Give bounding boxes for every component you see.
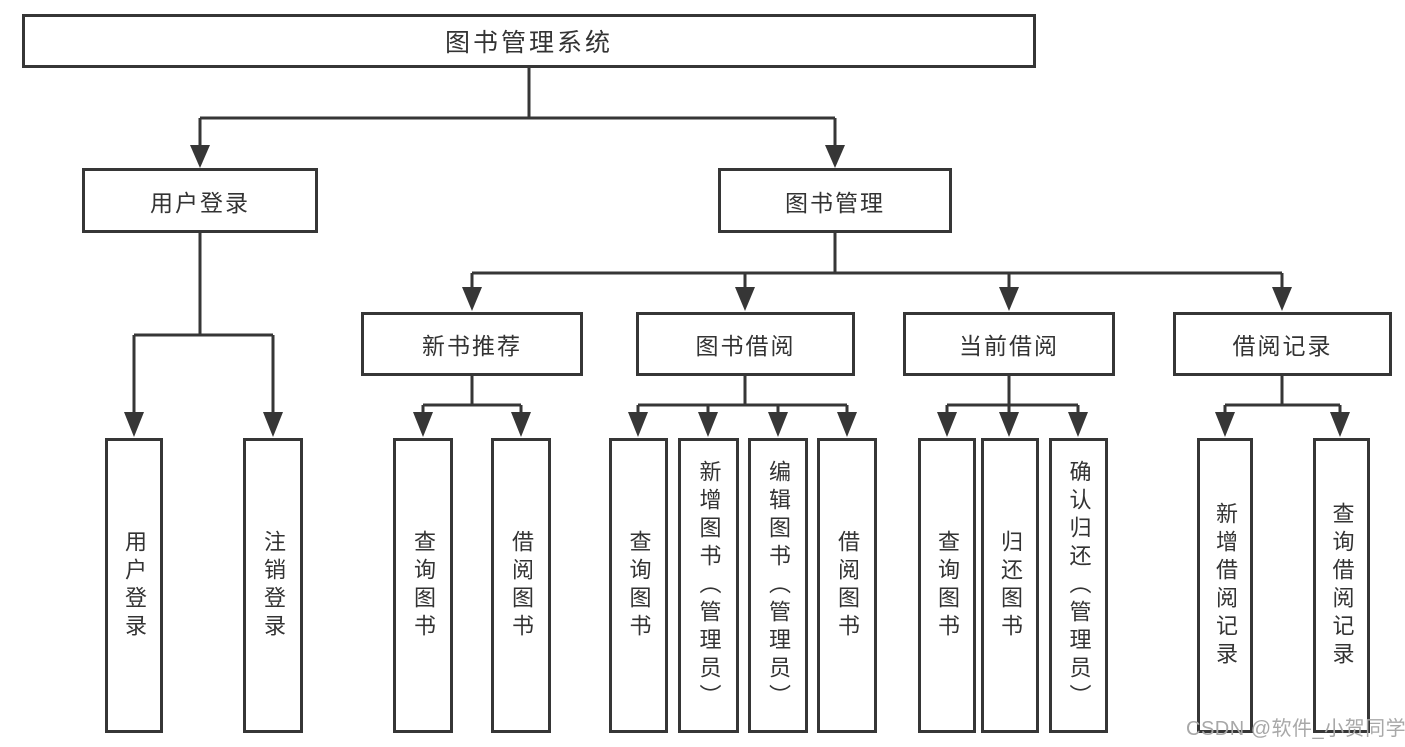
- node-borrow-records: 借阅记录: [1173, 312, 1392, 376]
- leaf-add-book-admin: 新增图书（管理员）: [678, 438, 739, 733]
- node-system-root: 图书管理系统: [22, 14, 1036, 68]
- leaf-user-login: 用户登录: [105, 438, 163, 733]
- node-book-management: 图书管理: [718, 168, 952, 233]
- node-book-borrow: 图书借阅: [636, 312, 855, 376]
- leaf-query-borrow-record: 查询借阅记录: [1313, 438, 1370, 733]
- leaf-borrow-books-recommend: 借阅图书: [491, 438, 551, 733]
- leaf-query-books-recommend: 查询图书: [393, 438, 453, 733]
- connector-lines: [132, 68, 1342, 412]
- leaf-add-borrow-record: 新增借阅记录: [1197, 438, 1253, 733]
- leaf-query-books-borrow: 查询图书: [609, 438, 668, 733]
- csdn-watermark: CSDN @软件_小贺同学: [1186, 718, 1405, 740]
- leaf-return-book: 归还图书: [981, 438, 1039, 733]
- node-new-book-recommend: 新书推荐: [361, 312, 583, 376]
- node-user-login: 用户登录: [82, 168, 318, 233]
- node-current-borrow: 当前借阅: [903, 312, 1115, 376]
- leaf-logout: 注销登录: [243, 438, 303, 733]
- leaf-edit-book-admin: 编辑图书（管理员）: [748, 438, 808, 733]
- leaf-borrow-books: 借阅图书: [817, 438, 877, 733]
- arrowheads: [124, 145, 1350, 437]
- leaf-confirm-return-admin: 确认归还（管理员）: [1049, 438, 1108, 733]
- leaf-query-books-current: 查询图书: [918, 438, 976, 733]
